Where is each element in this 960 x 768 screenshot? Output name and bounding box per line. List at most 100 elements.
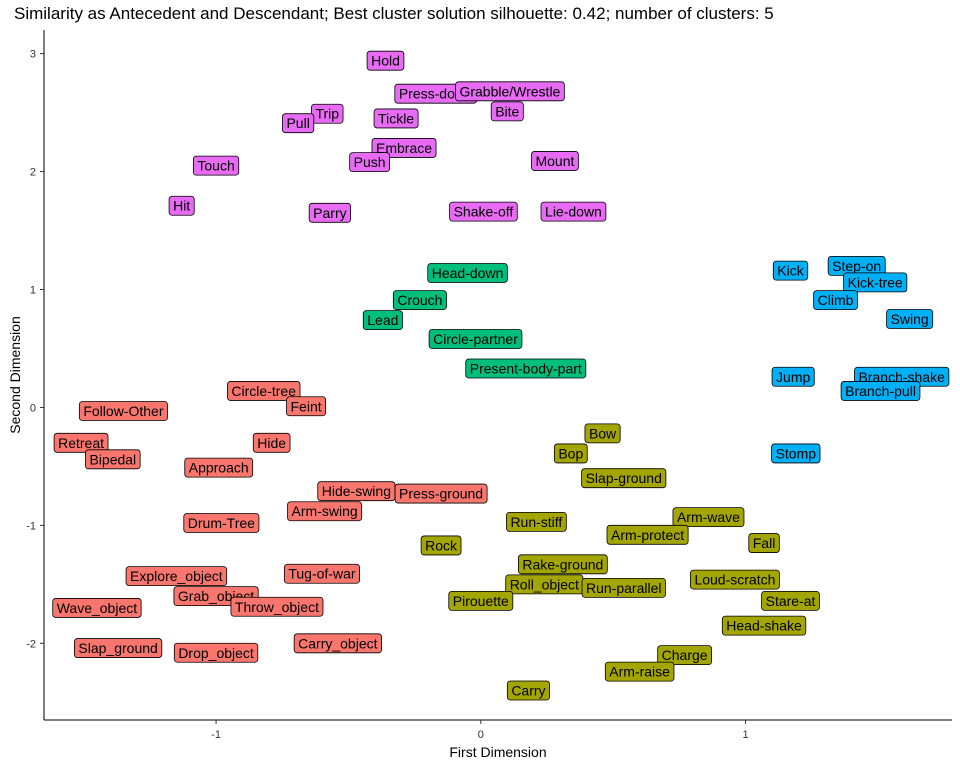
point-label-background (771, 443, 821, 464)
point-label-background (394, 483, 488, 504)
point-label-background (506, 511, 567, 532)
point-label-box: Kick (772, 260, 809, 281)
point-label-box: Pull (282, 113, 315, 134)
point-label: Rock (425, 537, 458, 553)
point-label-background (184, 457, 254, 478)
point-label: Slap-ground (586, 470, 662, 486)
point-label-box: Trip (311, 103, 344, 124)
y-tick-label: -1 (26, 520, 36, 532)
point-label-box: Fall (748, 533, 780, 553)
point-label-background (886, 309, 934, 329)
point-label: Embrace (376, 140, 432, 156)
point-label: Run-parallel (586, 580, 661, 596)
point-label: Press-ground (399, 486, 483, 502)
y-tick-label: 0 (30, 402, 36, 414)
y-tick-label: -2 (26, 638, 36, 650)
point-label-background (227, 381, 301, 401)
point-label-background (581, 577, 666, 598)
point-label-box: Run-parallel (581, 577, 666, 598)
point-label-background (230, 596, 324, 617)
point-label-background (506, 680, 550, 701)
point-label-box: Swing (886, 309, 934, 329)
point-label: Hit (173, 198, 190, 214)
point-label-box: Wave_object (52, 598, 142, 618)
point-label-box: Hide-swing (317, 481, 396, 502)
point-label-background (78, 401, 168, 421)
point-label-background (252, 432, 291, 453)
point-label-box: Carry_object (293, 633, 382, 654)
point-label-background (761, 590, 820, 611)
point-label-background (606, 524, 689, 545)
point-label-box: Kick-tree (843, 272, 908, 293)
point-label-box: Mount (531, 151, 579, 171)
point-label: Stare-at (766, 593, 816, 609)
point-label-background (748, 533, 780, 553)
point-label-box: Head-down (427, 263, 508, 283)
point-label-background (553, 443, 588, 464)
point-label: Trip (315, 106, 339, 122)
point-label-box: Feint (286, 396, 327, 417)
point-label-box: Stare-at (761, 590, 820, 611)
point-label-box: Explore_object (125, 566, 228, 587)
point-label: Lead (367, 312, 398, 328)
point-label-background (168, 195, 195, 216)
point-label-background (366, 50, 405, 71)
point-label-box: Arm-raise (604, 661, 675, 682)
point-label-box: Rock (420, 535, 462, 556)
x-tick-label: 1 (742, 729, 748, 741)
point-label-background (173, 642, 259, 663)
y-tick-label: 2 (30, 167, 36, 179)
point-label-box: Approach (184, 457, 254, 478)
point-label-box: Head-shake (721, 615, 807, 636)
point-label-box: Jump (771, 366, 815, 387)
point-label-box: Hold (366, 50, 405, 71)
point-label: Kick-tree (848, 274, 903, 290)
point-label-box: Run-stiff (506, 511, 567, 532)
point-label: Loud-scratch (694, 572, 775, 588)
point-label: Retreat (58, 435, 104, 451)
point-label: Push (354, 154, 386, 170)
point-label: Press-down (399, 86, 473, 102)
point-label-box: Push (349, 152, 390, 173)
point-label: Hold (371, 53, 400, 69)
x-tick-label: -1 (211, 729, 221, 741)
point-label: Throw_object (235, 599, 319, 615)
point-label-box: Carry (506, 680, 550, 701)
point-label-background (392, 290, 447, 311)
point-label-box: Throw_object (230, 596, 324, 617)
point-label-background (840, 381, 921, 401)
point-label-box: Slap_ground (74, 638, 163, 658)
point-label-background (690, 569, 780, 590)
point-label-box: Arm-swing (287, 501, 363, 522)
point-label: Fall (753, 535, 776, 551)
point-label: Carry_object (298, 635, 377, 651)
point-label-box: Hit (168, 195, 195, 216)
point-label-box: Tug-of-war (283, 563, 360, 584)
point-label-background (465, 358, 587, 379)
point-label: Approach (189, 460, 249, 476)
point-label: Hide-swing (322, 483, 391, 499)
point-label: Bow (589, 425, 617, 441)
point-label-background (74, 638, 163, 658)
point-label-background (125, 566, 228, 587)
point-label-box: Bite (490, 101, 524, 122)
point-label-box: Tickle (373, 108, 419, 129)
point-label: Bite (495, 103, 519, 119)
point-label-box: Crouch (392, 290, 447, 311)
point-label-background (428, 329, 523, 349)
point-label: Touch (197, 158, 234, 174)
point-label: Explore_object (130, 568, 223, 584)
point-label-box: Arm-wave (672, 507, 745, 528)
point-label-box: Parry (308, 202, 352, 223)
point-label: Bipedal (89, 451, 136, 467)
point-label: Branch-shake (859, 369, 946, 385)
point-label-box: Lead (362, 310, 403, 331)
point-label: Rake-ground (522, 556, 603, 572)
point-label-background (490, 101, 524, 122)
point-label-box: Touch (192, 155, 240, 176)
point-label-background (420, 535, 462, 556)
point-label-box: Roll_object (505, 574, 584, 595)
